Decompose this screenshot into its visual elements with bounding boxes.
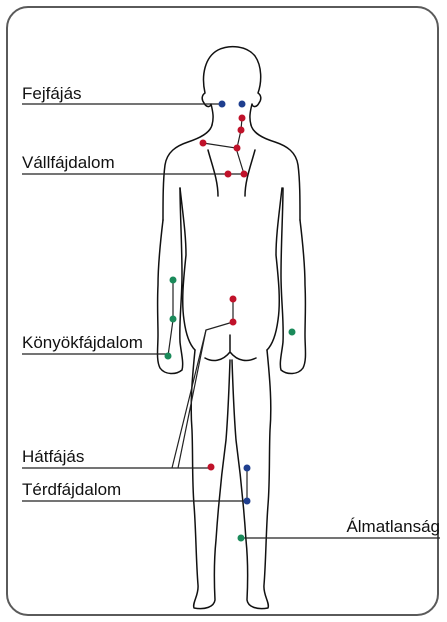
knee-point-upper <box>244 465 251 472</box>
shoulder-point-lower-right <box>241 171 248 178</box>
shoulder-point-mid <box>234 145 241 152</box>
knee-point-lower <box>244 498 251 505</box>
shoulder-label: Vállfájdalom <box>22 153 115 172</box>
elbow-label: Könyökfájdalom <box>22 333 143 352</box>
headache-point-right <box>239 101 246 108</box>
back-connector <box>172 300 233 468</box>
shoulder-point-lower-left <box>225 171 232 178</box>
headache-label: Fejfájás <box>22 84 82 103</box>
shoulder-point-neck-2 <box>238 127 245 134</box>
elbow-point-1 <box>170 277 177 284</box>
body-outline <box>158 47 306 609</box>
scapula-left <box>208 150 218 196</box>
gluteal-line <box>205 335 256 360</box>
knee-label: Térdfájdalom <box>22 480 121 499</box>
elbow-point-2 <box>170 316 177 323</box>
right-leg <box>232 350 271 609</box>
head-outline <box>202 47 261 125</box>
back-point-upper <box>230 296 237 303</box>
back-point-lower <box>230 319 237 326</box>
shoulder-point-upper-left <box>200 140 207 147</box>
torso-right <box>267 188 282 350</box>
insomnia-point <box>238 535 245 542</box>
left-leg <box>191 350 230 609</box>
back-point-leg <box>208 464 215 471</box>
headache-point-left <box>219 101 226 108</box>
back-label: Hátfájás <box>22 447 84 466</box>
elbow-point-right <box>289 329 296 336</box>
shoulder-point-neck-1 <box>239 115 246 122</box>
right-arm <box>280 188 305 374</box>
elbow-point-3 <box>165 353 172 360</box>
insomnia-label: Álmatlanság <box>346 517 440 536</box>
